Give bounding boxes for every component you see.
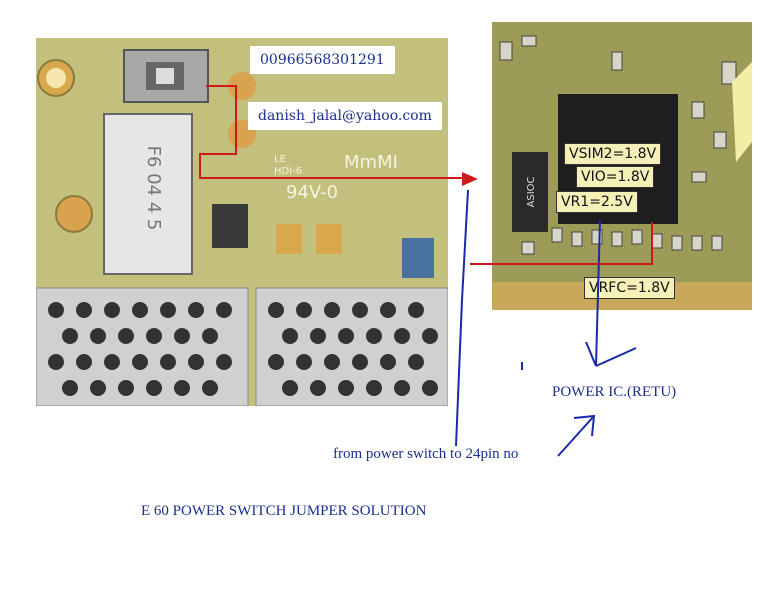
shield-holes [48, 302, 438, 396]
label-vio: VIO=1.8V [576, 166, 655, 188]
pen-arrow-ic [595, 347, 637, 367]
silkscreen-94v0: 94V-0 [286, 182, 338, 203]
chip-marks-text: F6 04 4 5 [143, 146, 164, 231]
pen-line-ic [595, 219, 601, 367]
page-title: E 60 POWER SWITCH JUMPER SOLUTION [141, 503, 427, 519]
red-arrow-head [462, 172, 478, 186]
silkscreen-le: LE [274, 154, 286, 165]
jumper-wire-red [199, 85, 462, 179]
email-address: danish_jalal@yahoo.com [248, 102, 442, 130]
label-vrfc: VRFC=1.8V [584, 277, 675, 299]
phone-number: 00966568301291 [250, 46, 395, 74]
switch-caption: from power switch to 24pin no [333, 446, 519, 462]
power-ic-label: POWER IC.(RETU) [552, 384, 677, 400]
label-vsim2: VSIM2=1.8V [564, 143, 662, 165]
label-vr1: VR1=2.5V [556, 191, 638, 213]
chip-label-asioc: ASIOC [526, 176, 537, 207]
jumper-wire-red-right [470, 222, 653, 265]
silkscreen-mmmi: MmMI [344, 152, 398, 173]
pen-arrow-caption [557, 415, 595, 457]
silkscreen-hdi: HDI-6 [274, 166, 302, 177]
pcb-left-drawing: F6 04 4 5 LE HDI-6 MmMI 94V-0 [36, 38, 448, 406]
pcb-photo-left: F6 04 4 5 LE HDI-6 MmMI 94V-0 [36, 38, 448, 406]
pen-line-switch [455, 189, 469, 447]
